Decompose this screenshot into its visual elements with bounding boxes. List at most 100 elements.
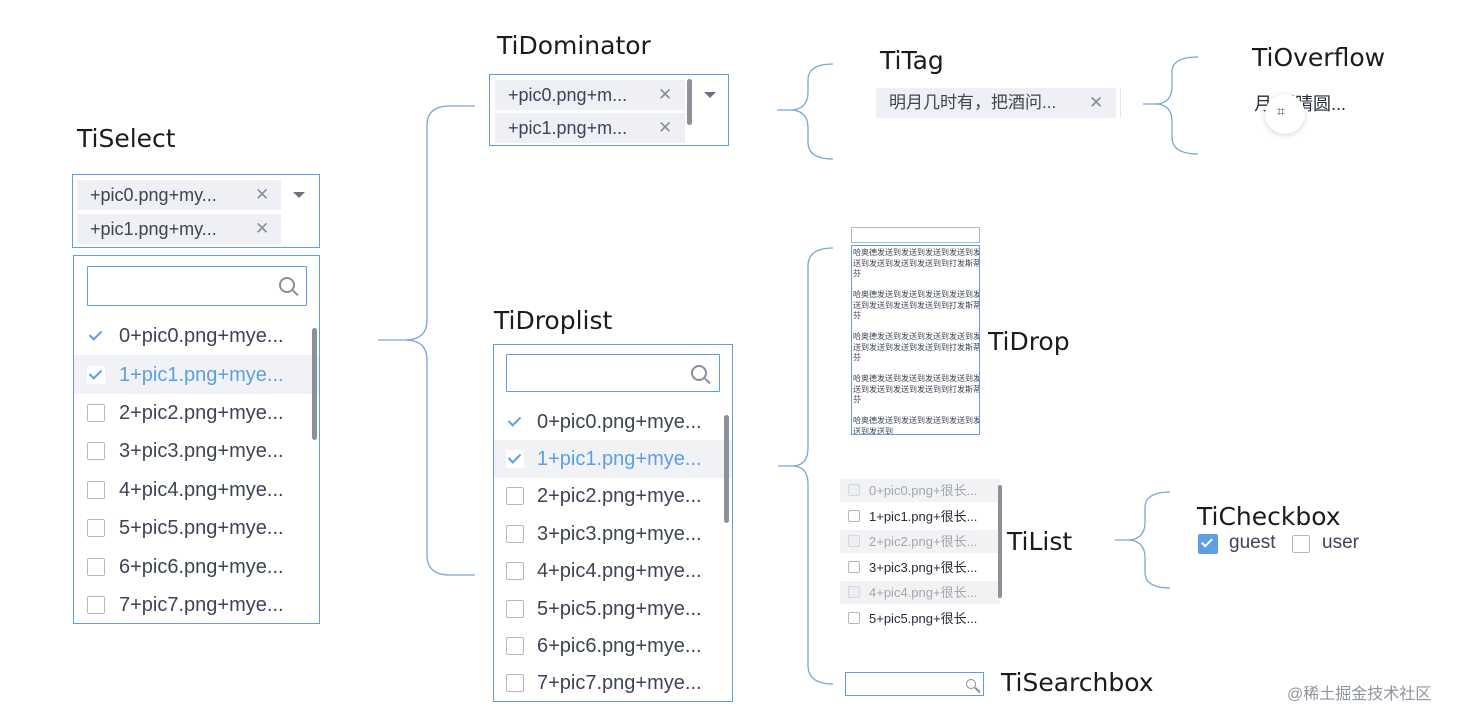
checkbox-guest[interactable] xyxy=(1198,534,1218,554)
select-search-input[interactable] xyxy=(87,266,307,306)
drop-paragraph: 哈奥德发送到发送到发送到发送到发送到发送到发送到发送到到打发斯蒂芬 xyxy=(853,290,980,320)
checkbox-checked-icon[interactable] xyxy=(506,450,524,469)
close-icon[interactable]: ✕ xyxy=(255,185,270,204)
drop-panel: 哈奥德发送到发送到发送到发送到发送到发送到发送到发送到到打发斯蒂芬哈奥德发送到发… xyxy=(851,245,980,435)
search-icon[interactable] xyxy=(691,365,707,381)
checkbox-icon[interactable] xyxy=(506,562,524,581)
option-label: 3+pic3.png+mye... xyxy=(119,440,284,463)
checkbox-icon[interactable] xyxy=(87,403,105,422)
chip-text: +pic0.png+my... xyxy=(90,185,217,205)
droplist-panel: 0+pic0.png+mye... 1+pic1.png+mye... 2+pic2… xyxy=(493,344,733,702)
checkbox-icon[interactable] xyxy=(87,442,105,461)
checkbox-icon[interactable] xyxy=(506,487,524,506)
close-icon[interactable]: ✕ xyxy=(658,118,673,137)
label-tioverflow: TiOverflow xyxy=(1252,43,1386,72)
list-item-label: 4+pic4.png+很长... xyxy=(869,585,978,601)
checkbox-icon[interactable] xyxy=(848,509,860,522)
list-item[interactable]: 5+pic5.png+很长... xyxy=(840,607,1000,630)
option-item[interactable]: 4+pic4.png+mye... xyxy=(74,471,319,509)
checkbox-user[interactable] xyxy=(1292,535,1310,553)
option-item[interactable]: 7+pic7.png+mye... xyxy=(74,586,319,623)
checkbox-label-user: user xyxy=(1322,532,1359,553)
option-item[interactable]: 0+pic0.png+mye... xyxy=(74,317,319,355)
select-trigger[interactable]: +pic0.png+my... ✕ +pic1.png+my... ✕ xyxy=(72,174,320,248)
drop-paragraph: 哈奥德发送到发送到发送到发送到发送到发送到发送到发送到到打发斯蒂芬 xyxy=(853,248,980,278)
search-icon[interactable] xyxy=(966,679,976,689)
option-item[interactable]: 6+pic6.png+mye... xyxy=(74,547,319,585)
option-item[interactable]: 5+pic5.png+mye... xyxy=(74,509,319,547)
checkbox-icon[interactable] xyxy=(87,480,105,499)
option-item[interactable]: 0+pic0.png+mye... xyxy=(494,403,732,440)
close-icon[interactable]: ✕ xyxy=(658,85,673,104)
option-item[interactable]: 2+pic2.png+mye... xyxy=(74,394,319,432)
checkbox-checked-icon[interactable] xyxy=(87,327,105,346)
dominator-chip: +pic0.png+m... ✕ xyxy=(495,80,685,110)
option-item[interactable]: 2+pic2.png+mye... xyxy=(494,478,732,515)
label-tidroplist: TiDroplist xyxy=(494,306,613,335)
bracket-select xyxy=(378,105,475,576)
scrollbar-thumb[interactable] xyxy=(687,79,692,125)
scrollbar-thumb[interactable] xyxy=(998,485,1002,598)
option-item[interactable]: 1+pic1.png+mye... xyxy=(494,440,732,478)
checkbox-checked-icon[interactable] xyxy=(87,365,105,384)
option-item[interactable]: 3+pic3.png+mye... xyxy=(74,432,319,470)
list-item-label: 5+pic5.png+很长... xyxy=(869,611,978,626)
watermark: @稀土掘金技术社区 xyxy=(1287,686,1432,703)
checkbox-checked-icon[interactable] xyxy=(506,412,524,431)
option-label: 3+pic3.png+mye... xyxy=(537,522,702,545)
list-item: 2+pic2.png+很长... xyxy=(840,530,1000,554)
searchbox-input[interactable] xyxy=(845,672,984,696)
label-tidominator: TiDominator xyxy=(497,31,651,60)
close-icon[interactable]: ✕ xyxy=(1089,93,1104,112)
option-item[interactable]: 5+pic5.png+mye... xyxy=(494,590,732,627)
list-item-label: 2+pic2.png+很长... xyxy=(869,534,978,550)
checkbox-icon[interactable] xyxy=(506,524,524,543)
list-item[interactable]: 3+pic3.png+很长... xyxy=(840,556,1000,579)
dominator-box[interactable]: +pic0.png+m... ✕ +pic1.png+m... ✕ xyxy=(489,74,729,146)
option-item[interactable]: 3+pic3.png+mye... xyxy=(494,515,732,552)
checkbox-icon[interactable] xyxy=(506,599,524,618)
checkbox-icon[interactable] xyxy=(87,519,105,538)
option-item[interactable]: 6+pic6.png+mye... xyxy=(494,627,732,664)
option-item[interactable]: 1+pic1.png+mye... xyxy=(74,355,319,394)
checkbox-icon[interactable] xyxy=(87,595,105,614)
bracket-dominator xyxy=(777,63,834,160)
drop-paragraph: 哈奥德发送到发送到发送到发送到发送到发送到发送到发送到到打发斯蒂芬 xyxy=(853,374,980,404)
checkbox-icon[interactable] xyxy=(87,557,105,576)
label-tiselect: TiSelect xyxy=(77,124,176,153)
option-label: 6+pic6.png+mye... xyxy=(119,555,284,578)
chevron-down-icon[interactable] xyxy=(293,192,305,198)
option-label: 2+pic2.png+mye... xyxy=(119,401,284,424)
scrollbar-thumb[interactable] xyxy=(724,415,729,523)
option-label: 5+pic5.png+mye... xyxy=(119,517,284,540)
option-label: 4+pic4.png+mye... xyxy=(119,478,284,501)
checkbox-icon[interactable] xyxy=(506,637,524,656)
chip-text: +pic1.png+my... xyxy=(90,219,217,239)
chevron-down-icon[interactable] xyxy=(704,92,716,98)
list-item-label: 1+pic1.png+很长... xyxy=(869,508,978,524)
option-item[interactable]: 7+pic7.png+mye... xyxy=(494,665,732,701)
option-label: 2+pic2.png+mye... xyxy=(537,485,702,508)
checkbox-icon[interactable] xyxy=(506,674,524,693)
list-item-label: 3+pic3.png+很长... xyxy=(869,559,978,575)
drop-trigger-input[interactable] xyxy=(851,227,980,243)
checkbox-icon[interactable] xyxy=(848,612,860,624)
chip-text: +pic0.png+m... xyxy=(508,85,628,105)
option-item[interactable]: 4+pic4.png+mye... xyxy=(494,553,732,590)
tag-chip: 明月几时有，把酒问... ✕ xyxy=(876,88,1116,118)
search-icon[interactable] xyxy=(279,277,295,293)
option-label: 7+pic7.png+mye... xyxy=(119,593,284,616)
option-label: 1+pic1.png+mye... xyxy=(537,448,702,471)
scrollbar-thumb[interactable] xyxy=(312,328,317,440)
option-label: 0+pic0.png+mye... xyxy=(537,410,702,433)
droplist-search-input[interactable] xyxy=(506,354,720,392)
list-item[interactable]: 1+pic1.png+很长... xyxy=(840,505,1000,528)
checkbox-icon[interactable] xyxy=(848,560,860,573)
collapse-icon[interactable]: ⌗ xyxy=(1265,94,1305,134)
close-icon[interactable]: ✕ xyxy=(255,219,270,238)
option-label: 5+pic5.png+mye... xyxy=(537,597,702,620)
checkbox-icon xyxy=(848,484,860,496)
drop-paragraph: 哈奥德发送到发送到发送到发送到发送到发送到发送到发送到到打发斯蒂芬 xyxy=(853,332,980,362)
list-item: 4+pic4.png+很长... xyxy=(840,581,1000,605)
divider xyxy=(1120,88,1121,118)
